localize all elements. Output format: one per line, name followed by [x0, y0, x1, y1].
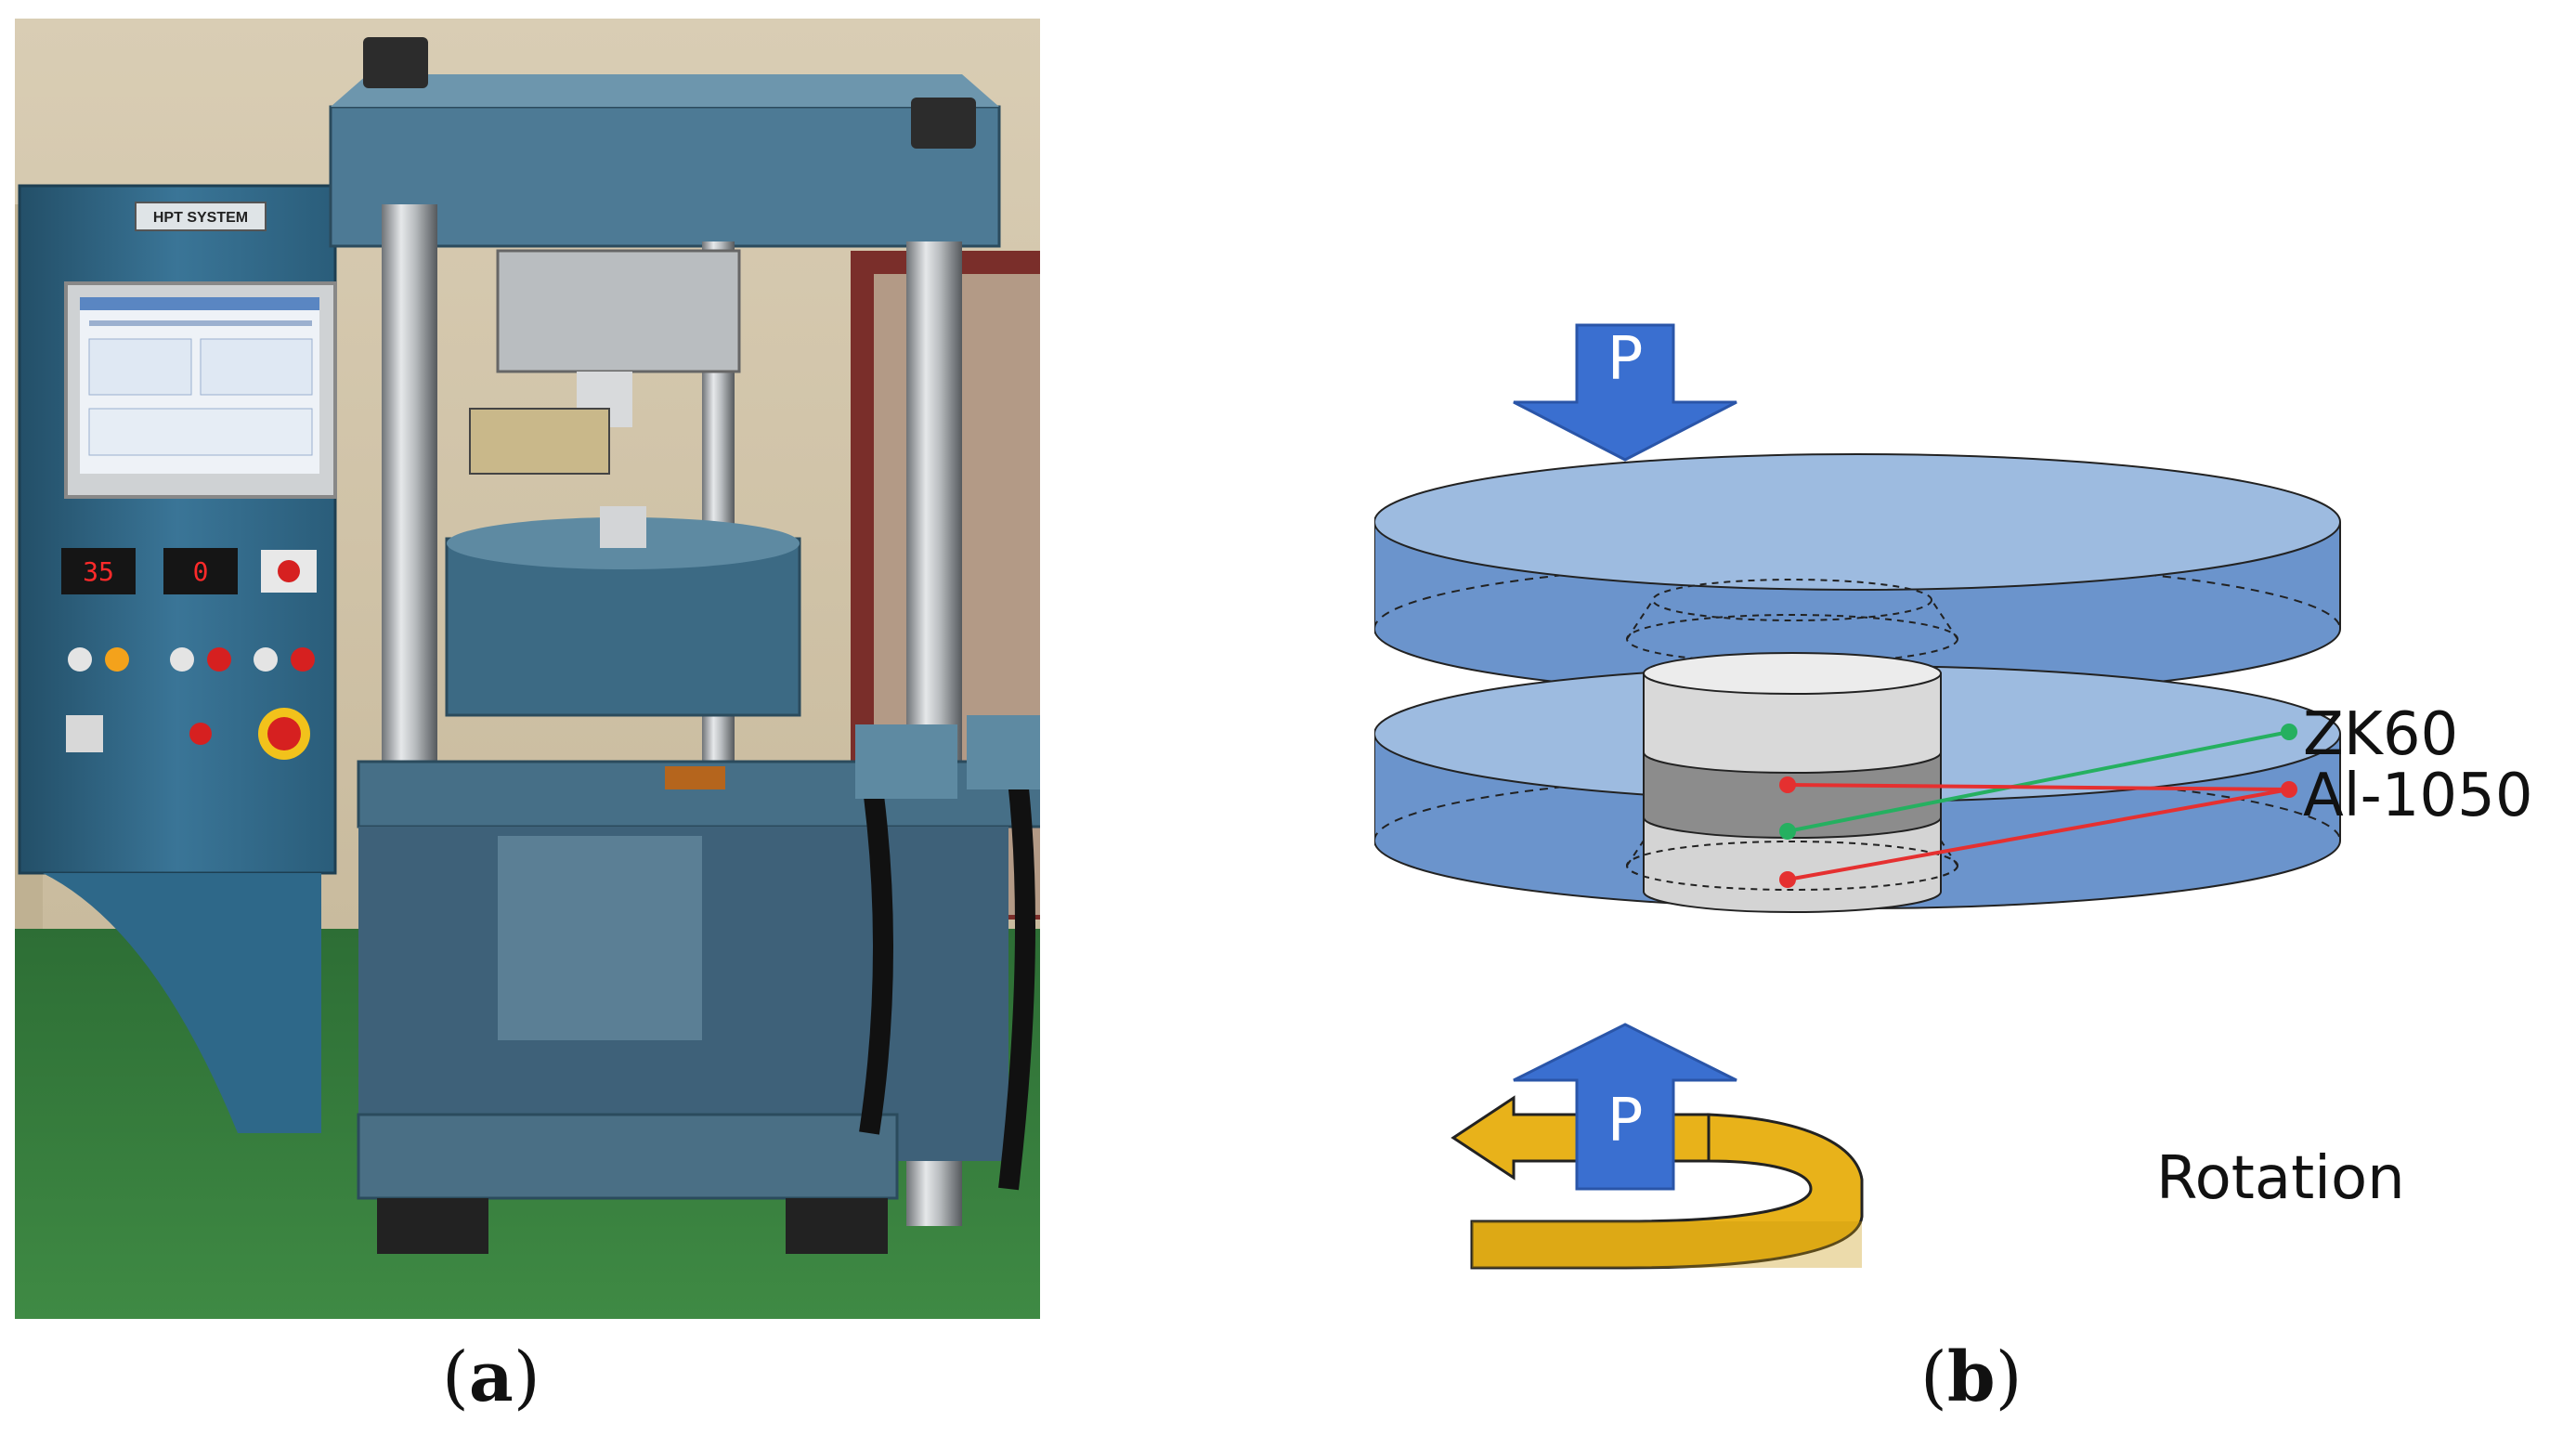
al1050-label: Al-1050: [2303, 762, 2533, 830]
caption-a: (a): [442, 1337, 540, 1417]
top-load-label: P: [1607, 325, 1644, 394]
rotation-label: Rotation: [2156, 1144, 2405, 1213]
specimen-stack: [1626, 652, 1958, 913]
caption-a-letter: a: [468, 1337, 514, 1417]
control-cabinet: HPT SYSTEM 35 0: [18, 184, 337, 1133]
caption-b-close: ): [1995, 1337, 2023, 1417]
svg-text:0: 0: [193, 556, 209, 587]
press-frame: [329, 37, 1040, 1254]
bottom-load-label: P: [1607, 1087, 1644, 1155]
bottom-load-arrow: P: [1513, 1023, 1737, 1191]
zk60-label: ZK60: [2303, 700, 2458, 769]
top-load-arrow: P: [1513, 323, 1737, 462]
zk60-leader: [1787, 730, 2290, 833]
al-leader-bottom: [1787, 788, 2290, 881]
nameplate: [135, 202, 267, 231]
caption-a-open: (: [442, 1337, 469, 1417]
hpt-machine-photo: HPT SYSTEM 35 0: [15, 19, 1040, 1319]
rotation-arrow-front: [1470, 1113, 1864, 1270]
upper-anvil: [1374, 453, 2341, 698]
al-leader-top: [1787, 783, 2290, 791]
caption-b-open: (: [1920, 1337, 1947, 1417]
caption-b: (b): [1920, 1337, 2023, 1417]
caption-a-close: ): [513, 1337, 540, 1417]
nameplate-text: HPT SYSTEM: [153, 210, 248, 226]
svg-text:35: 35: [83, 556, 114, 587]
hpt-schematic: P Anvil: [1374, 323, 2533, 1270]
caption-b-letter: b: [1946, 1337, 1996, 1417]
anvil-label: Anvil: [1498, 926, 1645, 995]
material-leaders: [1779, 724, 2297, 888]
